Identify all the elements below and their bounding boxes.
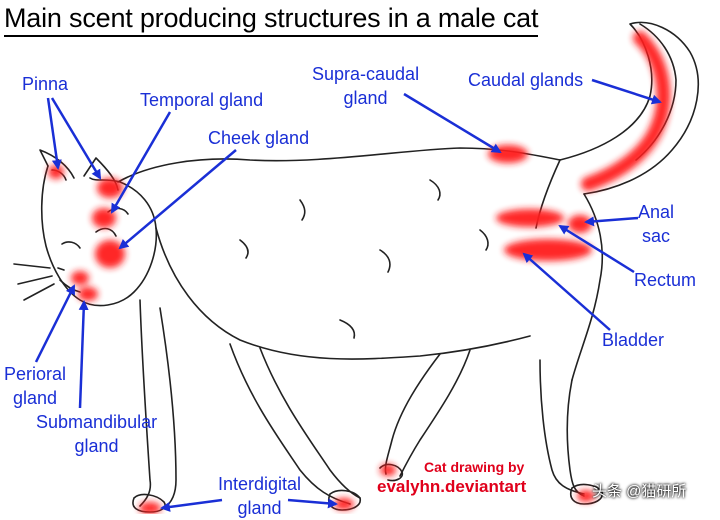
label-submandibular-line1: Submandibular — [36, 412, 158, 432]
diagram-title: Main scent producing structures in a mal… — [4, 2, 538, 37]
arrow-rectum — [558, 224, 635, 274]
submandibular-highlight — [78, 287, 98, 301]
hind-paw-highlight — [380, 464, 396, 476]
label-anal-sac-line2: sac — [642, 226, 671, 246]
label-anal-sac: Anal sac — [638, 200, 674, 248]
label-pinna: Pinna — [22, 74, 69, 94]
arrow-pinna-right — [50, 97, 102, 180]
watermark: 头条 @猫研所 — [592, 483, 687, 500]
cheek-highlight — [95, 240, 125, 268]
credit-line1: Cat drawing by — [424, 459, 525, 475]
perioral-highlight — [71, 271, 89, 285]
label-anal-sac-line1: Anal — [638, 202, 675, 222]
label-temporal-gland: Temporal gland — [140, 90, 264, 110]
pointer-arrows — [34, 78, 662, 512]
label-submandibular-gland: Submandibular gland — [36, 410, 157, 458]
arrow-caudal — [591, 78, 662, 105]
bladder-highlight — [504, 239, 592, 261]
arrow-supra-caudal — [403, 92, 502, 154]
label-interdigital-gland: Interdigital gland — [218, 472, 301, 520]
arrow-perioral — [34, 284, 76, 363]
arrow-cheek — [118, 149, 237, 250]
arrow-interdigital-right — [287, 498, 338, 509]
label-cheek-gland: Cheek gland — [208, 128, 310, 148]
rectum-highlight — [496, 209, 564, 227]
interdigital-left-highlight — [139, 502, 161, 514]
label-supra-caudal-line2: gland — [343, 88, 388, 108]
arrow-submandibular — [78, 300, 89, 409]
label-supra-caudal-line1: Supra-caudal — [312, 64, 420, 84]
label-interdigital-line2: gland — [237, 498, 282, 518]
arrow-anal-sac — [584, 216, 639, 227]
interdigital-right-highlight — [334, 498, 354, 510]
caudal-highlight — [581, 31, 671, 191]
label-caudal-glands: Caudal glands — [468, 70, 584, 90]
label-interdigital-line1: Interdigital — [218, 474, 302, 494]
pinna-left-highlight — [48, 165, 64, 179]
label-perioral-gland: Perioral gland — [4, 362, 66, 410]
label-submandibular-line2: gland — [74, 436, 119, 456]
temporal-highlight — [92, 208, 116, 228]
credit-line2: evalyhn.deviantart — [377, 477, 527, 496]
label-rectum: Rectum — [634, 270, 697, 290]
label-perioral-line2: gland — [12, 388, 58, 408]
gland-highlights — [48, 31, 671, 514]
arrow-pinna-left — [46, 97, 62, 170]
label-perioral-line1: Perioral — [4, 364, 67, 384]
arrow-temporal — [110, 111, 172, 214]
label-supra-caudal: Supra-caudal gland — [312, 62, 419, 110]
anal-sac-highlight — [568, 215, 592, 233]
rear-paw-highlight — [577, 490, 595, 502]
arrow-interdigital-left — [160, 498, 223, 512]
arrow-bladder — [522, 252, 611, 331]
label-bladder: Bladder — [602, 330, 665, 350]
pinna-right-highlight — [97, 178, 123, 198]
